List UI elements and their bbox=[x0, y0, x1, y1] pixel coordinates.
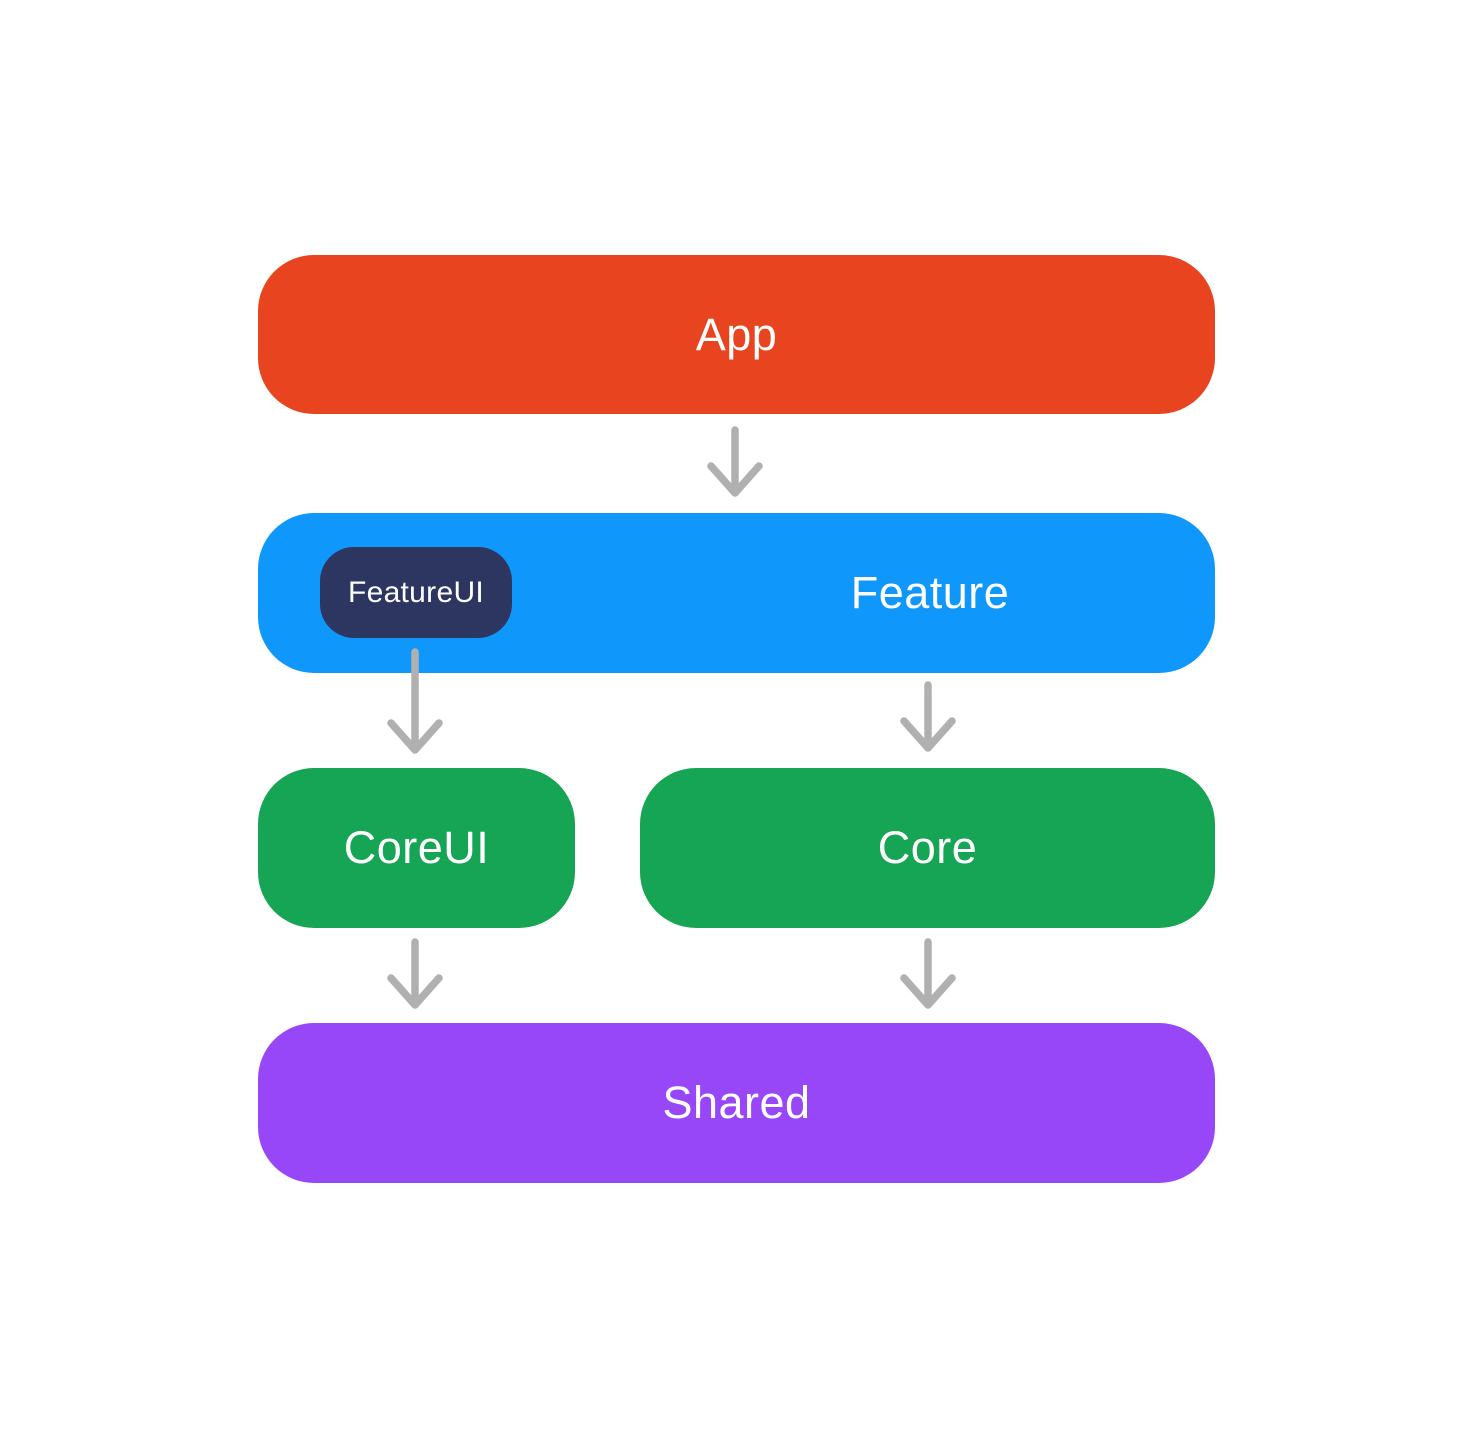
arrow-featureui-to-coreui bbox=[387, 648, 443, 758]
node-core-ui: CoreUI bbox=[258, 768, 575, 928]
node-feature-ui: FeatureUI bbox=[320, 547, 512, 638]
node-feature-label: Feature bbox=[850, 567, 1010, 618]
arrow-coreui-to-shared bbox=[387, 938, 443, 1012]
node-app-label: App bbox=[695, 308, 778, 360]
arrow-feature-to-core bbox=[900, 681, 956, 755]
node-feature-ui-label: FeatureUI bbox=[347, 575, 485, 609]
arrow-core-to-shared bbox=[900, 938, 956, 1012]
node-feature: FeatureUI Feature bbox=[258, 513, 1215, 673]
node-core: Core bbox=[640, 768, 1215, 928]
node-core-ui-label: CoreUI bbox=[343, 822, 490, 873]
node-app: App bbox=[258, 255, 1215, 414]
node-shared: Shared bbox=[258, 1023, 1215, 1183]
node-shared-label: Shared bbox=[662, 1077, 811, 1128]
node-core-label: Core bbox=[877, 822, 978, 873]
arrow-app-to-feature bbox=[707, 426, 763, 500]
